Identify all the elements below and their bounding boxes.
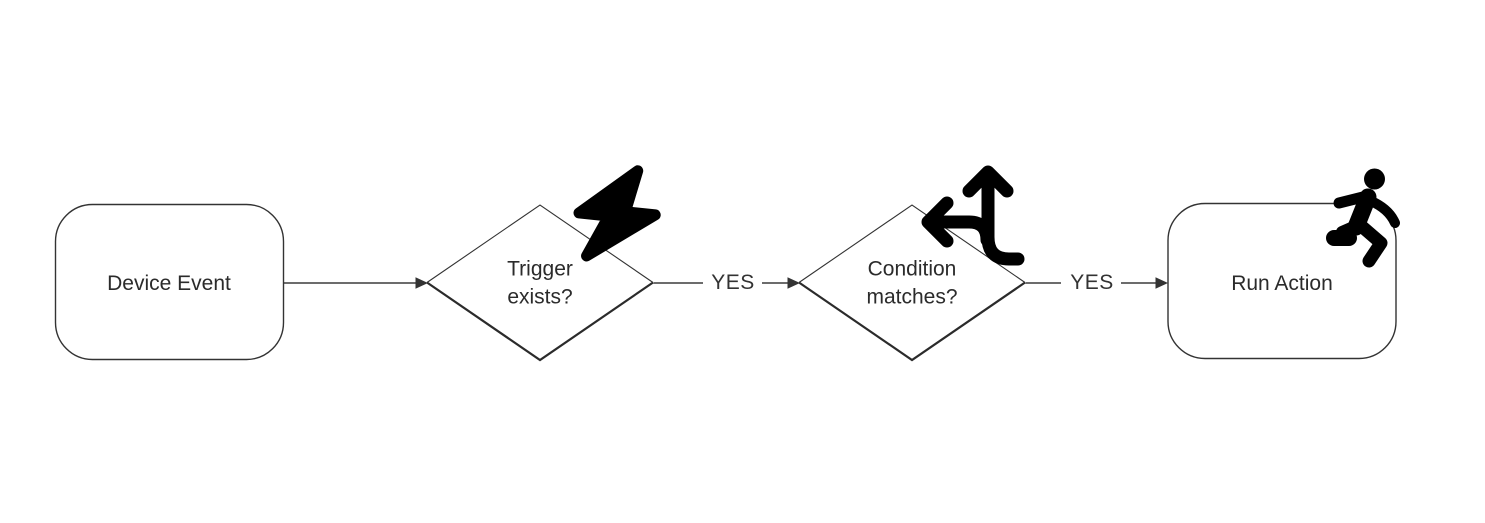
diamond-bottom-edges: [798, 281, 1026, 362]
person-running-icon: [1326, 168, 1400, 268]
diamond-top-edges: [426, 204, 654, 283]
node-label-run-action: Run Action: [1231, 271, 1333, 295]
arrows-split-up-and-left-icon: [921, 165, 1025, 266]
node-condition-matches: [798, 204, 1026, 362]
diamond-bottom-edges: [426, 281, 654, 362]
node-device-event: [54, 203, 285, 361]
arrowheads: [415, 277, 1168, 289]
edge-label-yes-2: YES: [1067, 271, 1117, 295]
edge-label-yes-1: YES: [708, 271, 758, 295]
arrowhead-icon: [1155, 277, 1168, 289]
node-label-device-event: Device Event: [107, 271, 231, 295]
diamond-top-edges: [798, 204, 1026, 283]
lightning-bolt-icon: [573, 165, 661, 262]
arrowhead-icon: [415, 277, 428, 289]
node-label-trigger-exists: Trigger exists?: [507, 257, 573, 309]
node-label-condition-matches: Condition matches?: [866, 257, 958, 309]
arrowhead-icon: [787, 277, 800, 289]
